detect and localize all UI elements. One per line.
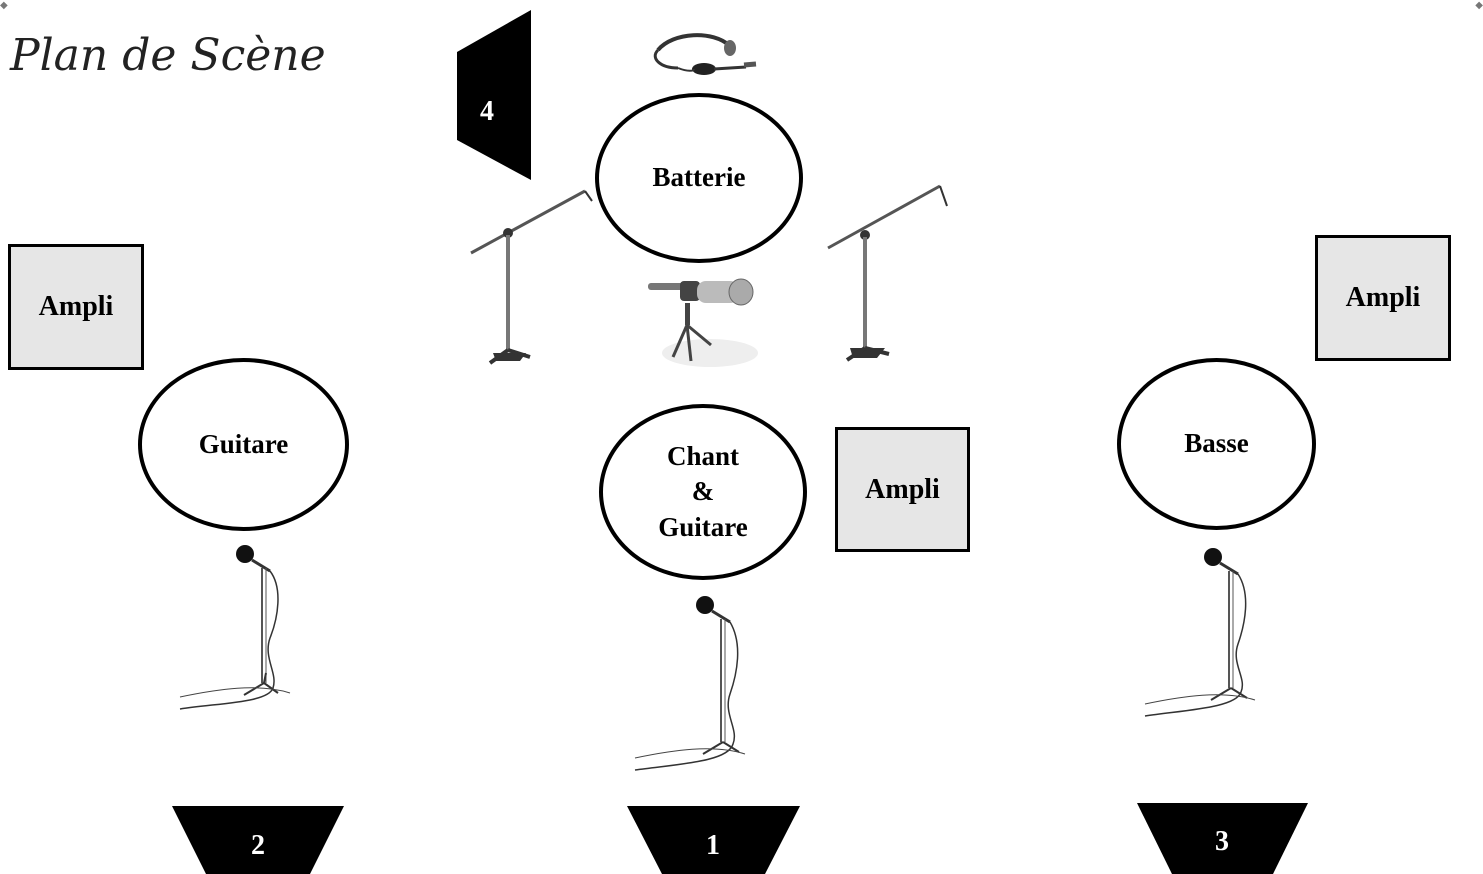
page-title: Plan de Scène [10,30,326,81]
monitor-wedge-2 [172,806,344,874]
monitor-1-label: 1 [706,830,720,861]
tripod-mic-icon [648,278,758,367]
monitor-3-label: 3 [1215,826,1229,857]
boom-mic-stand-icon [470,189,593,365]
monitor-2-label: 2 [251,830,265,861]
ampli-center: Ampli [835,427,970,552]
headset-mic-icon [653,33,757,75]
vocal-mic-stand-icon [179,545,291,710]
boom-mic-stand-icon [827,184,948,362]
monitor-wedge-3 [1137,803,1308,874]
vocal-mic-stand-icon [1144,548,1256,717]
position-batterie: Batterie [595,93,803,263]
guitare-label-2: Guitare [658,511,748,542]
ampli-left: Ampli [8,244,144,370]
position-basse: Basse [1117,358,1316,530]
position-guitare: Guitare [138,358,349,531]
guitare-label: Guitare [198,428,289,459]
monitor-wedge-1 [627,806,800,874]
batterie-label: Batterie [652,162,746,193]
monitor-wedge-4 [457,10,531,180]
ampli-right: Ampli [1315,235,1451,361]
vocal-mic-stand-icon [634,596,746,771]
ampersand-label: & [691,476,715,507]
basse-label: Basse [1184,428,1249,459]
chant-label: Chant [666,441,740,472]
position-chant-guitare: Chant & Guitare [599,404,807,580]
corner-mark-right: ◆ [1475,0,1483,11]
corner-mark-left: ◆ [0,0,8,11]
monitor-4-label: 4 [480,96,494,127]
